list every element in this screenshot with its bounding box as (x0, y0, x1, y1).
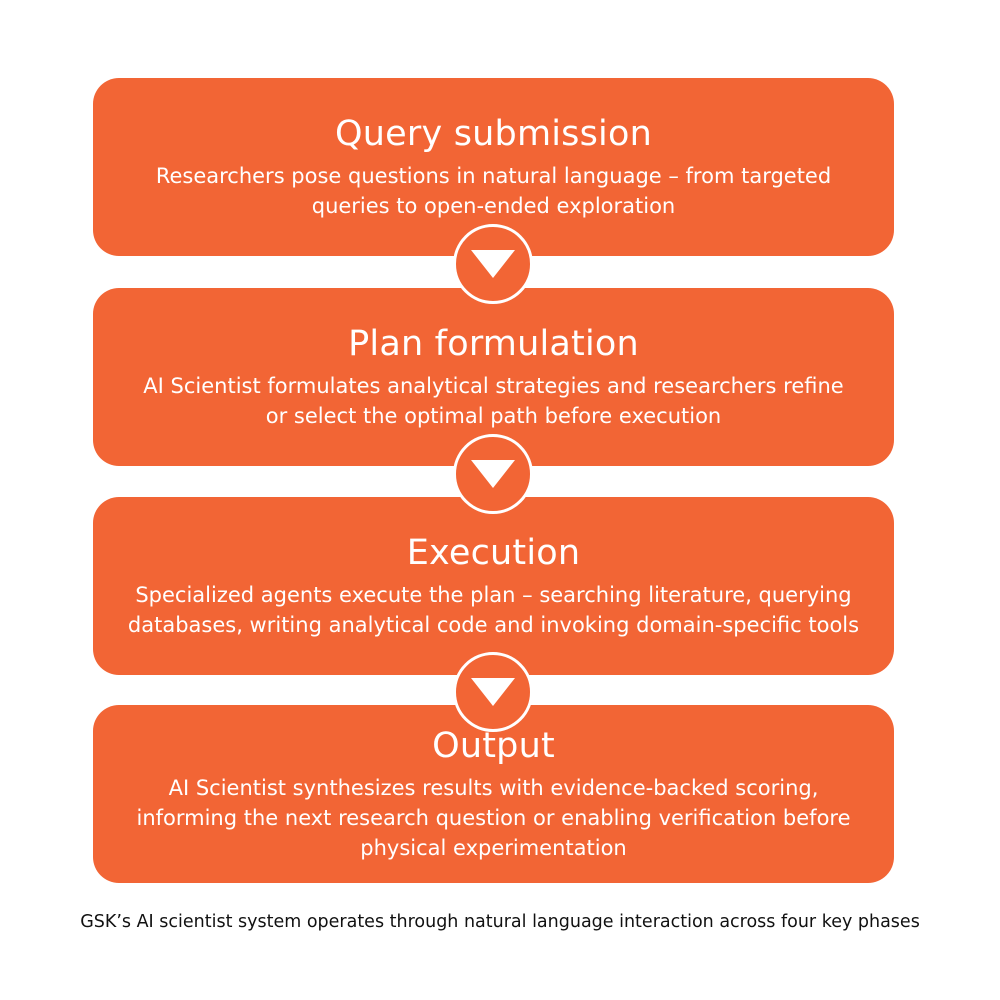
phase-description-line: AI Scientist formulates analytical strat… (143, 374, 844, 398)
phase-description-line: databases, writing analytical code and i… (127, 613, 860, 637)
phase-description: AI Scientist formulates analytical strat… (143, 371, 843, 431)
phase-description: Specialized agents execute the plan – se… (128, 580, 859, 640)
phase-description-line: Researchers pose questions in natural la… (155, 164, 832, 188)
phase-title: Execution (406, 533, 581, 573)
phase-box-output: Output AI Scientist synthesizes results … (93, 705, 894, 883)
down-triangle-icon (471, 678, 515, 706)
flow-connector (453, 224, 533, 304)
phase-description-line: physical experimentation (360, 836, 627, 860)
down-triangle-icon (471, 250, 515, 278)
phase-description: Researchers pose questions in natural la… (156, 161, 831, 221)
flow-connector (453, 652, 533, 732)
phase-title: Query submission (335, 114, 652, 154)
phase-title: Output (432, 726, 555, 766)
down-triangle-icon (471, 460, 515, 488)
phase-description-line: informing the next research question or … (136, 806, 851, 830)
phase-description-line: AI Scientist synthesizes results with ev… (168, 776, 819, 800)
phase-box-execution: Execution Specialized agents execute the… (93, 497, 894, 675)
phase-title: Plan formulation (348, 324, 639, 364)
phase-description-line: or select the optimal path before execut… (265, 404, 722, 428)
phase-description-line: queries to open-ended exploration (311, 194, 676, 218)
phase-description: AI Scientist synthesizes results with ev… (136, 773, 850, 863)
figure-caption: GSK’s AI scientist system operates throu… (80, 912, 920, 932)
phase-description-line: Specialized agents execute the plan – se… (135, 583, 852, 607)
flow-connector (453, 434, 533, 514)
